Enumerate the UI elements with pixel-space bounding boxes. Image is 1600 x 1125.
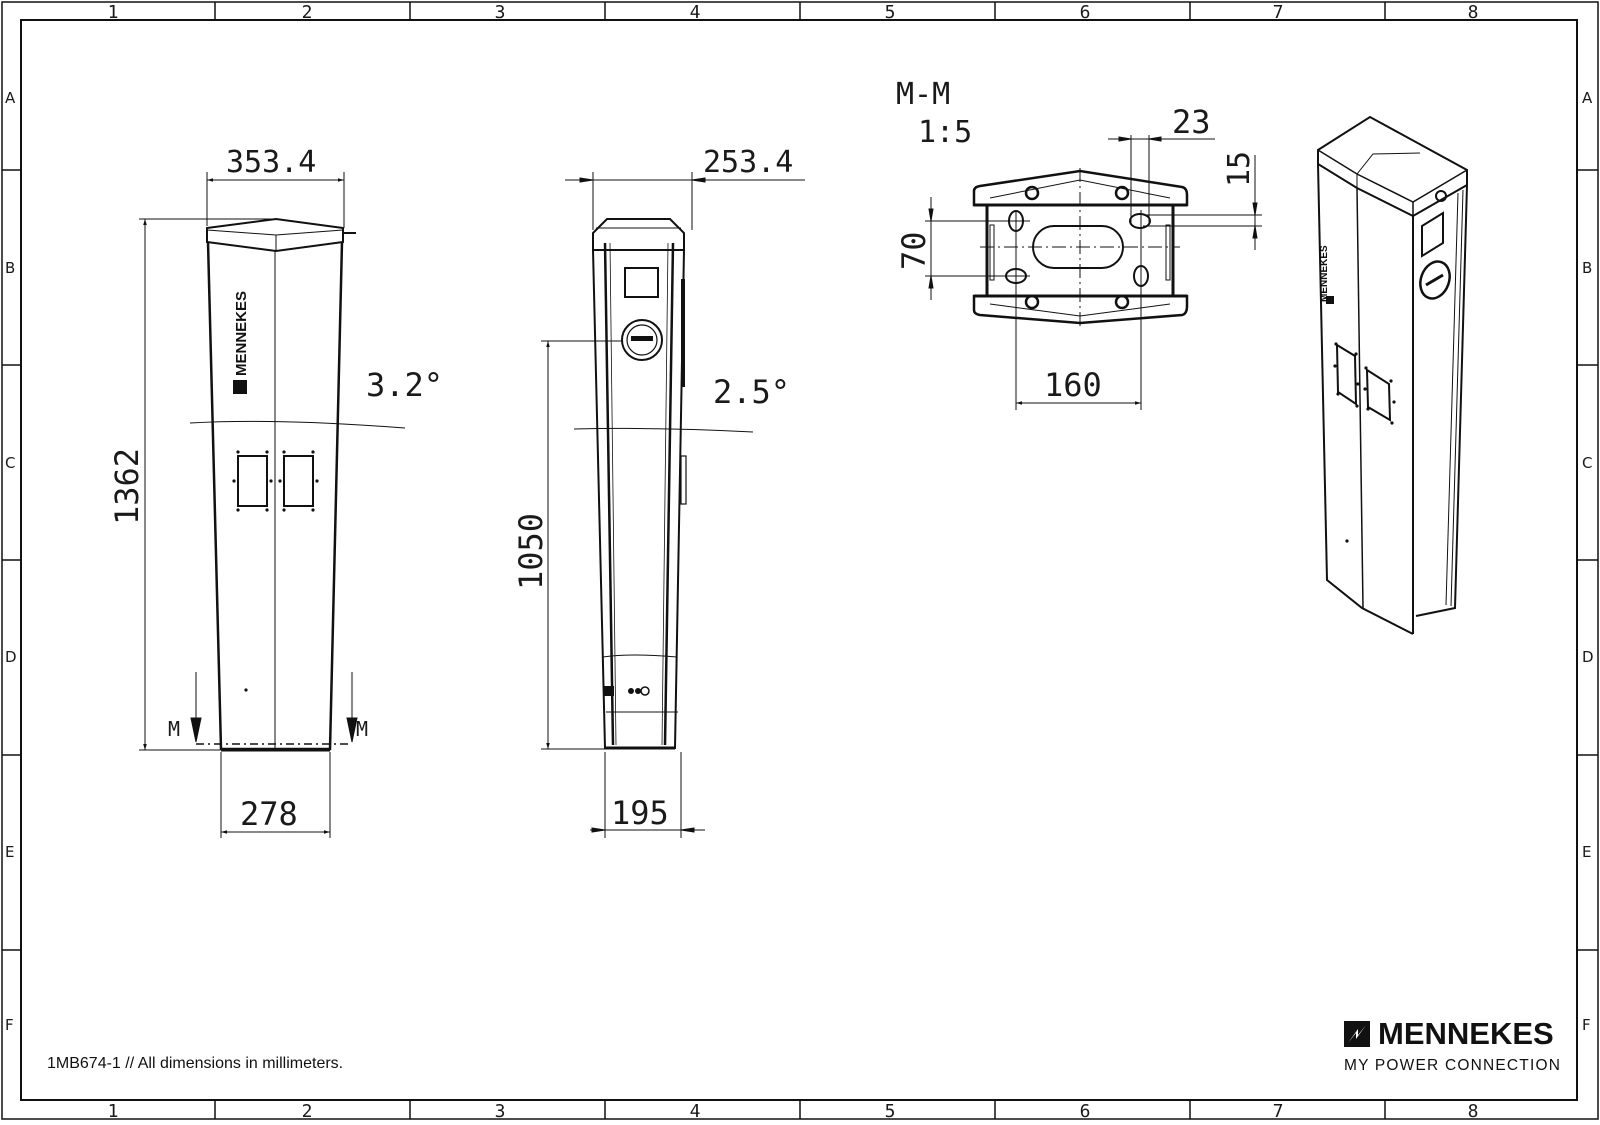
brand-logo-row: MENNEKES	[1344, 1018, 1556, 1049]
row-label: B	[5, 259, 15, 277]
iso-screw-holes	[1333, 342, 1396, 543]
iso-logo: MENNEKES	[1319, 245, 1334, 304]
dim-side-taper-angle: 3.2°	[366, 366, 443, 404]
column-label: 7	[1273, 1101, 1284, 1121]
mennekes-logo-icon	[1326, 296, 1334, 304]
brand-tagline: MY POWER CONNECTION	[1344, 1057, 1562, 1074]
column-label: 3	[495, 1101, 506, 1121]
frame-column-labels-top: 1 2 3 4 5 6 7 8	[108, 2, 1479, 23]
column-label: 7	[1273, 2, 1284, 23]
column-label: 4	[690, 1101, 701, 1121]
dim-section-hole-spacing-y: 70	[895, 231, 933, 270]
section-scale: 1:5	[918, 115, 972, 150]
drawing-note: 1MB674-1 // All dimensions in millimeter…	[47, 1055, 344, 1072]
mennekes-logo-icon	[233, 380, 247, 394]
column-label: 6	[1080, 2, 1091, 23]
row-label: A	[1582, 89, 1593, 107]
row-label: C	[5, 454, 15, 472]
column-label: 8	[1468, 1101, 1479, 1121]
isometric-view: MENNEKES	[1317, 115, 1468, 635]
row-label: C	[1582, 454, 1592, 472]
section-view	[925, 135, 1262, 410]
dim-side-height: 1362	[108, 448, 146, 525]
column-label: 2	[302, 2, 313, 23]
frame-column-labels-bottom: 1 2 3 4 5 6 7 8	[108, 1101, 1479, 1122]
side-view: MENNEKES	[139, 172, 406, 838]
front-view	[541, 172, 805, 838]
dim-front-taper-angle: 2.5°	[713, 373, 790, 411]
row-label: D	[5, 648, 17, 666]
row-label: E	[5, 843, 14, 861]
column-label: 6	[1080, 1101, 1091, 1121]
dim-front-socket-height: 1050	[512, 513, 550, 590]
dim-section-hole-spacing-x: 160	[1044, 366, 1102, 404]
column-label: 5	[885, 2, 896, 23]
row-label: E	[1582, 843, 1591, 861]
frame-row-labels-right: A B C D E F	[1582, 89, 1594, 1034]
dim-section-slot-length: 23	[1172, 103, 1211, 141]
column-label: 1	[108, 1101, 119, 1121]
side-logo: MENNEKES	[233, 291, 250, 394]
dim-side-top-width: 353.4	[226, 145, 316, 180]
section-label: M-M	[896, 77, 950, 112]
column-label: 5	[885, 1101, 896, 1121]
column-label: 4	[690, 2, 701, 23]
title-block-brand: MENNEKES MY POWER CONNECTION	[1344, 1018, 1562, 1075]
row-label: D	[1582, 648, 1594, 666]
column-label: 3	[495, 2, 506, 23]
row-label: F	[5, 1016, 14, 1034]
svg-text:MENNEKES: MENNEKES	[233, 291, 250, 376]
front-base-connectors	[604, 686, 641, 696]
row-label: F	[1582, 1016, 1591, 1034]
row-label: B	[1582, 259, 1592, 277]
frame-row-labels-left: A B C D E F	[5, 89, 17, 1034]
dim-front-top-width: 253.4	[703, 145, 793, 180]
dim-section-slot-width: 15	[1222, 151, 1257, 187]
column-label: 8	[1468, 2, 1479, 23]
section-marker-left: M	[168, 717, 180, 741]
mennekes-lightning-logo-icon	[1344, 1020, 1370, 1047]
column-label: 2	[302, 1101, 313, 1121]
dim-front-bottom-width: 195	[611, 794, 669, 832]
column-label: 1	[108, 2, 119, 23]
screw-holes	[232, 450, 319, 692]
dim-side-bottom-width: 278	[240, 795, 298, 833]
row-label: A	[5, 89, 16, 107]
section-marker-right: M	[356, 717, 368, 741]
brand-name: MENNEKES	[1378, 1016, 1554, 1051]
svg-text:MENNEKES: MENNEKES	[1319, 245, 1330, 302]
